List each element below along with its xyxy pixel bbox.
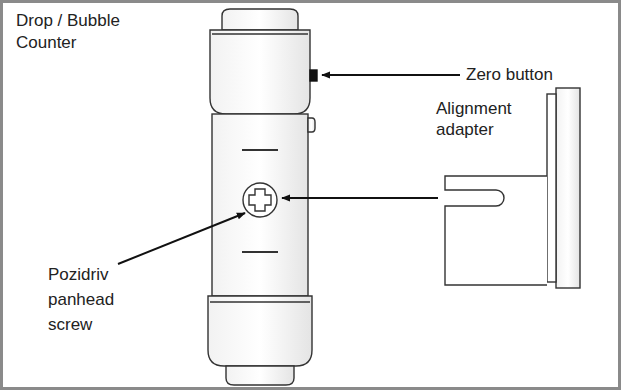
part-label: Alignment adapter: [436, 98, 526, 140]
part-label: Zero button: [466, 64, 586, 86]
leader-lines: [118, 75, 460, 264]
part-label: Pozidriv panhead screw: [48, 262, 128, 337]
diagram-title: Drop / Bubble Counter: [16, 10, 140, 54]
